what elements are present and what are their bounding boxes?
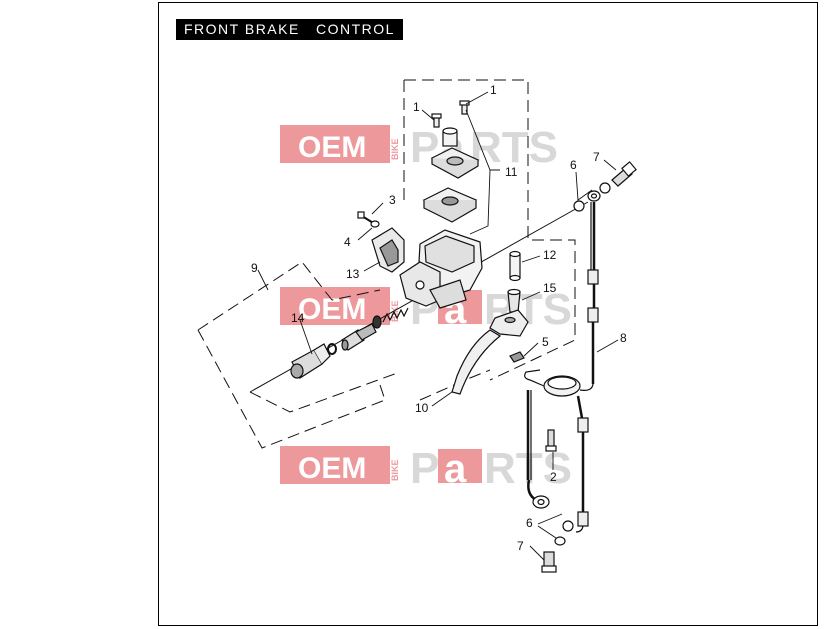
piston-o-ring <box>327 343 337 355</box>
watermark: OEM BIKE P a RTS OEM BIKE P a RTS OEM BI… <box>280 123 572 493</box>
hose-ferrule-4 <box>577 511 589 527</box>
cover-screw-right <box>459 100 470 115</box>
callout-8: 8 <box>620 331 627 345</box>
cover-screw-left <box>431 113 442 128</box>
clamp-washer <box>370 220 380 228</box>
svg-text:a: a <box>444 447 467 491</box>
piston-assembly <box>290 307 409 379</box>
reservoir-group-outline <box>404 79 576 381</box>
upper-banjo-fitting <box>587 190 601 202</box>
svg-text:RTS: RTS <box>470 123 558 172</box>
upper-banjo-bolt <box>611 161 637 187</box>
lower-banjo-bolt <box>541 551 557 573</box>
hose-ferrule-2 <box>587 307 599 323</box>
callout-6-lower: 6 <box>526 516 533 530</box>
callout-7-lower: 7 <box>517 539 524 553</box>
callout-labels: 1 1 3 4 13 9 14 11 12 15 5 10 6 7 8 2 6 … <box>251 83 627 553</box>
callout-10: 10 <box>415 401 429 415</box>
lever-bushing <box>507 288 521 313</box>
return-spring <box>382 307 409 323</box>
hose-ferrule-1 <box>587 269 599 285</box>
callout-2: 2 <box>550 470 557 484</box>
svg-text:P: P <box>410 444 439 493</box>
retaining-clip <box>509 351 525 363</box>
reservoir-diaphragm <box>422 187 478 223</box>
svg-text:OEM: OEM <box>298 452 366 485</box>
lower-washer-1 <box>562 520 574 532</box>
svg-text:OEM: OEM <box>298 293 366 326</box>
upper-washer-2 <box>573 200 585 212</box>
svg-text:BIKE: BIKE <box>390 300 400 322</box>
callout-4: 4 <box>344 235 351 249</box>
diagram-title: FRONT BRAKE CONTROL <box>176 19 403 40</box>
dust-boot <box>290 343 331 379</box>
leader-lines <box>257 91 619 561</box>
watermark-bottom: OEM BIKE P a RTS <box>280 444 572 493</box>
lever-group-outline <box>249 371 401 413</box>
piston-cup <box>372 315 382 329</box>
master-cylinder-parts <box>357 100 521 313</box>
reservoir-cover <box>430 147 480 179</box>
splitter-screw <box>545 429 557 452</box>
callout-14: 14 <box>291 311 305 325</box>
reservoir-plug <box>442 127 458 147</box>
lever-pivot-pin <box>509 250 521 282</box>
callout-7-upper: 7 <box>593 150 600 164</box>
svg-text:BIKE: BIKE <box>390 459 400 481</box>
callout-13: 13 <box>346 267 360 281</box>
diagram-frame <box>158 2 818 626</box>
upper-washer-1 <box>599 182 611 194</box>
callout-15: 15 <box>543 281 557 295</box>
callout-12: 12 <box>543 248 557 262</box>
handlebar-clamp <box>371 227 405 273</box>
piston-group-outline <box>197 261 381 331</box>
callout-1-left: 1 <box>413 100 420 114</box>
brake-line-splitter <box>524 369 594 397</box>
callout-11: 11 <box>505 165 518 179</box>
callout-6-upper: 6 <box>570 158 577 172</box>
callout-1-right: 1 <box>490 83 497 97</box>
brake-lever <box>451 309 529 395</box>
callout-3: 3 <box>389 193 396 207</box>
svg-text:OEM: OEM <box>298 131 366 164</box>
brake-lines <box>524 161 637 573</box>
lower-washer-2 <box>554 536 566 546</box>
piston <box>341 323 377 351</box>
callout-5: 5 <box>542 335 549 349</box>
master-cylinder-body <box>399 229 483 309</box>
svg-text:BIKE: BIKE <box>390 138 400 160</box>
callout-9: 9 <box>251 261 258 275</box>
hose-ferrule-3 <box>577 417 589 433</box>
lower-left-banjo-fitting <box>532 495 550 509</box>
watermark-top: OEM BIKE P a RTS <box>280 123 558 172</box>
